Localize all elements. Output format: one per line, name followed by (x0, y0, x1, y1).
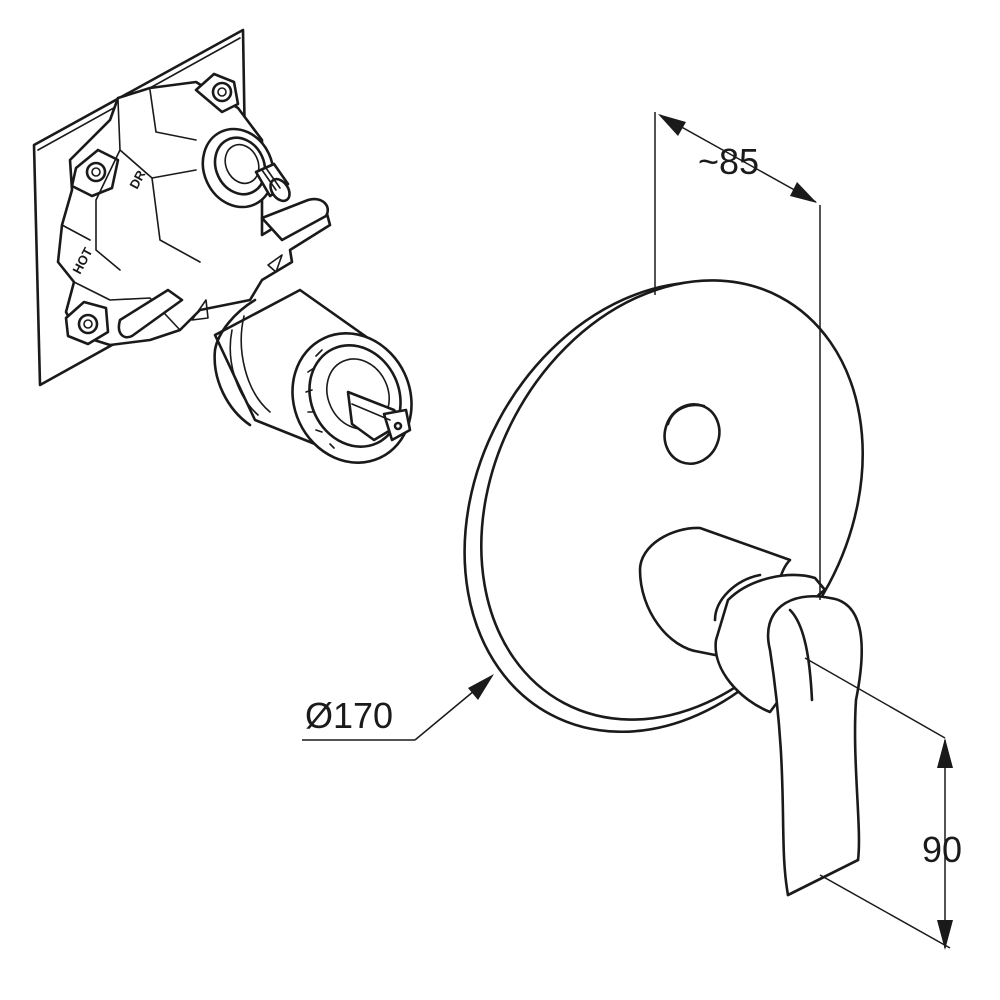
depth-label: ~85 (698, 141, 759, 182)
lower-lug (64, 300, 110, 346)
dimension-depth: ~85 (654, 112, 821, 600)
diverter-button[interactable] (656, 397, 727, 472)
diameter-label: Ø170 (305, 695, 393, 736)
escutcheon-plate (480, 279, 864, 721)
spindle (346, 390, 412, 442)
left-lug (70, 148, 120, 198)
rough-in-valve-body: DR HOT (32, 28, 413, 464)
dimension-diameter: Ø170 (302, 674, 494, 741)
lower-spur (117, 288, 184, 339)
mixing-cartridge (213, 288, 413, 464)
trim-set (463, 279, 864, 897)
side-pipe-stub (260, 197, 329, 242)
lever-handle[interactable] (766, 595, 864, 897)
lever-height-label: 90 (922, 829, 962, 870)
dimension-lever-height: 90 (804, 657, 962, 950)
upper-outlet-port (201, 127, 291, 209)
